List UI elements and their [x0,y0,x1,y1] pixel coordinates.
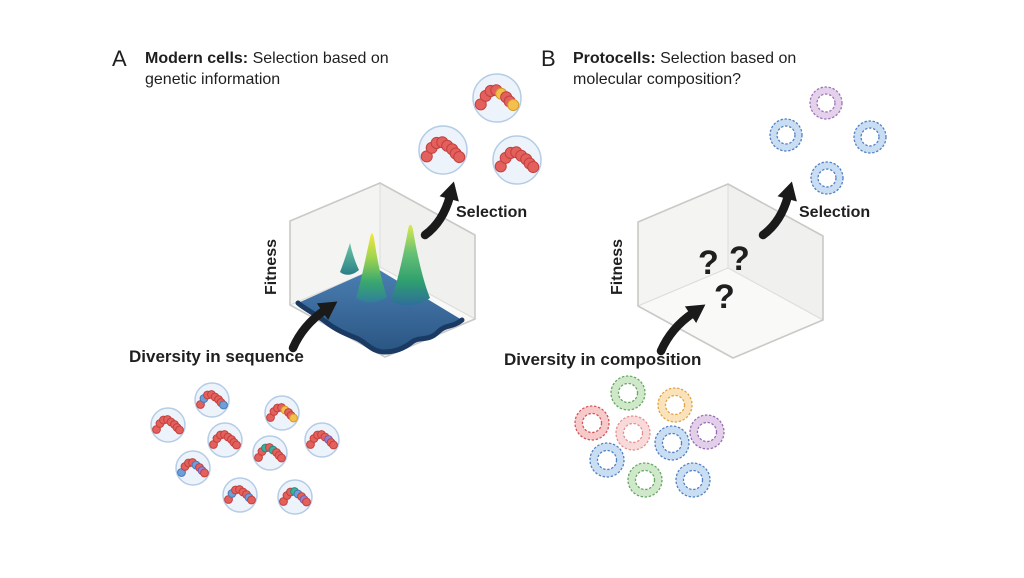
question-mark-1: ? [698,244,719,282]
protocell-vesicle [675,462,711,498]
protocell-vesicle [654,425,690,461]
protocell-vesicle [810,161,844,195]
question-mark-3: ? [714,278,735,316]
protocell-vesicle [769,118,803,152]
panel-a-letter: A [112,46,128,71]
modern-cell [207,422,243,458]
selection-arrow [758,181,797,240]
protocell-vesicle [615,415,651,451]
panel-a-title: Modern cells: Selection based on genetic… [145,48,389,90]
modern-cell [418,125,468,175]
modern-cell [472,73,522,123]
protocell-vesicle [657,387,693,423]
protocell-vesicle [809,86,843,120]
protocell-vesicle [853,120,887,154]
modern-cell [150,407,186,443]
protocell-vesicle [574,405,610,441]
modern-cell [175,450,211,486]
selection-arrow [420,181,459,240]
modern-cell [492,135,542,185]
panel-a-diversity-label: Diversity in sequence [129,347,304,366]
modern-cell [304,422,340,458]
panel-b-diversity-label: Diversity in composition [504,350,702,369]
modern-cell [222,477,258,513]
fitness-landscape [295,224,465,355]
modern-cell [264,395,300,431]
panel-b-selection-label: Selection [799,204,871,221]
modern-cell [194,382,230,418]
protocell-vesicle [627,462,663,498]
panel-a-title-rest: Selection based on [248,50,389,67]
panel-a-fitness-axis-label: Fitness [263,239,280,296]
panel-a-title-bold: Modern cells: [145,50,249,67]
panel-b-fitness-axis-label: Fitness [609,239,626,296]
protocell-vesicle [589,442,625,478]
panel-a-selection-label: Selection [456,204,528,221]
question-mark-2: ? [729,240,750,278]
panel-b-letter: B [541,46,557,71]
panel-b-title-rest: Selection based on [655,50,797,67]
panel-b-graphics [574,86,887,498]
panel-b-title: Protocells: Selection based on molecular… [573,48,796,90]
panel-a-graphics [150,73,542,515]
modern-cell [277,479,313,515]
protocell-vesicle [689,414,725,450]
panel-b-title-bold: Protocells: [573,50,656,67]
diversity-arrow [656,304,706,356]
panel-a-title-line2: genetic information [145,71,281,88]
fitness-box-3d [636,183,825,359]
panel-b-title-line2: molecular composition? [573,71,742,88]
modern-cell [252,435,288,471]
diversity-arrow [288,301,338,353]
protocell-vesicle [610,375,646,411]
